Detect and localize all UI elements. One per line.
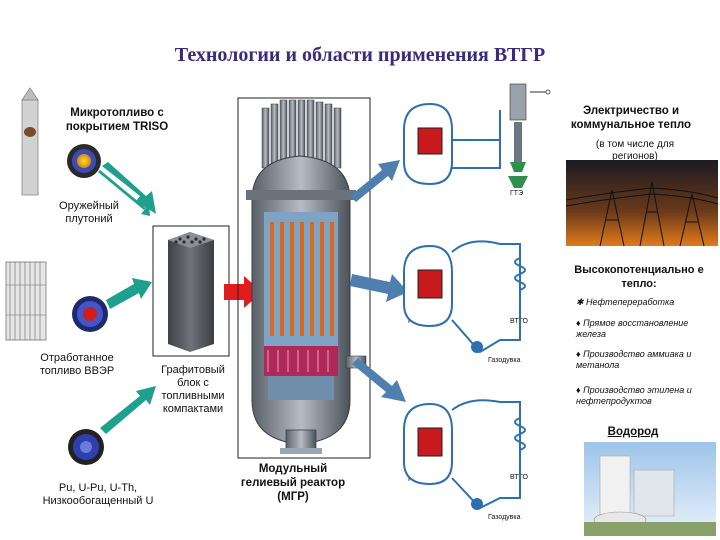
triso-particle-icon: [67, 144, 101, 178]
arrow-to-hydrogen-icon: [352, 358, 406, 402]
scheme2-core-icon: [417, 269, 443, 299]
arrow-microfuel-to-block-icon: [98, 162, 156, 216]
scheme3-core-icon: [417, 427, 443, 457]
scheme1-core-icon: [417, 127, 443, 155]
label-graphite-block: Графитовый блок с топливными компактами: [161, 364, 225, 415]
fuel-particle-icon: [68, 429, 104, 465]
power-lines-image-icon: [565, 160, 719, 247]
heat-item-2: ♦ Прямое восстановление железа: [576, 318, 689, 339]
label-spent-fuel: Отработанное топливо ВВЭР: [39, 352, 115, 377]
label-hydrogen: Водород: [607, 426, 659, 438]
arrow-to-heat-icon: [350, 274, 408, 302]
scheme3-blower-icon: [471, 498, 483, 510]
bullet-icon: ♦: [576, 349, 584, 359]
graphite-block-icon: [152, 225, 230, 357]
scheme2-blower-icon: [471, 341, 483, 353]
page-title: Технологии и области применения ВТГР: [174, 44, 546, 66]
scheme3-blower-label: Газодувка: [488, 514, 521, 521]
arrow-to-electricity-icon: [350, 160, 400, 202]
turbine-icon: [508, 83, 551, 188]
hydrogen-plant-image-icon: [584, 442, 716, 536]
label-fuel-types: Pu, U-Pu, U-Th, Низкообогащенный U: [42, 482, 154, 507]
label-high-heat: Высокопотенциально е тепло:: [574, 264, 704, 290]
label-plutonium: Оружейный плутоний: [59, 200, 119, 225]
arrow-plutonium-to-block-icon: [106, 278, 152, 309]
heat-item-3: ♦ Производство аммиака и метанола: [576, 349, 692, 370]
fuel-assembly-icon: [5, 261, 47, 341]
reactor-vessel-icon: [246, 99, 367, 454]
heat-item-4: ♦ Производство этилена и нефтепродуктов: [576, 385, 692, 406]
label-microfuel: Микротопливо с покрытием TRISO: [65, 107, 169, 133]
label-electricity-sub: (в том числе для регионов): [595, 139, 675, 162]
bullet-icon: ♦: [576, 385, 584, 395]
heat-item-1: ✱ Нефтепереработка: [576, 297, 675, 307]
scheme3-vttu-label: ВТТО: [510, 474, 528, 481]
plutonium-particle-icon: [72, 296, 108, 332]
scheme2-blower-label: Газодувка: [488, 357, 521, 364]
bullet-icon: ♦: [576, 318, 584, 328]
label-reactor: Модульный гелиевый реактор (МГР): [240, 463, 346, 503]
scheme2-vttu-label: ВТТО: [510, 318, 528, 325]
arrow-fuel-to-block-icon: [100, 386, 156, 434]
label-electricity: Электричество и коммунальное тепло: [570, 105, 692, 131]
bullet-icon: ✱: [576, 297, 587, 307]
scheme1-gtu-label: ГТЭ: [510, 190, 524, 197]
fuel-pellet-icon: [21, 87, 39, 196]
